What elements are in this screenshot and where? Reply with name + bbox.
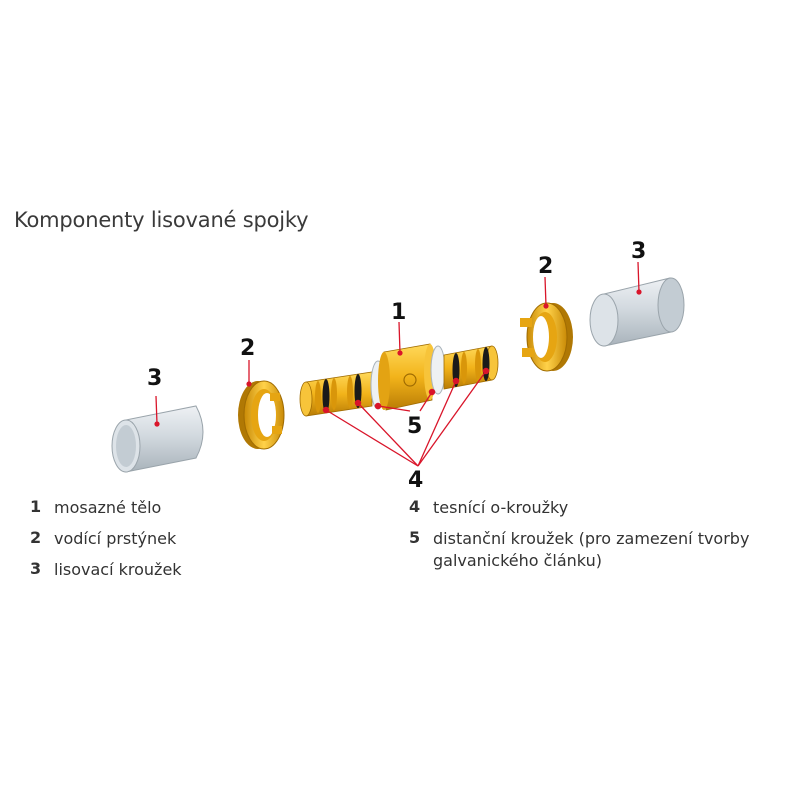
leader-line-3-right: [637, 261, 640, 293]
legend-number: 4: [409, 497, 421, 516]
diagram-title: Komponenty lisované spojky: [14, 208, 309, 232]
press-sleeve-right: [589, 261, 685, 347]
legend-item: 3 lisovací kroužek: [30, 559, 182, 590]
oring: [482, 347, 490, 381]
legend-text: tesnící o-kroužky: [433, 498, 569, 517]
legend-left: 1 mosazné tělo 2 vodící prstýnek 3 lisov…: [30, 497, 182, 590]
callout-5: 5: [407, 414, 422, 439]
legend-number: 2: [30, 528, 42, 547]
legend-text: vodící prstýnek: [54, 529, 177, 548]
callout-2-right: 2: [538, 254, 553, 279]
legend-number: 5: [409, 528, 421, 547]
legend-item: 1 mosazné tělo: [30, 497, 182, 528]
legend-right: 4 tesnící o-kroužky 5 distanční kroužek …: [409, 497, 789, 572]
legend-item: 5 distanční kroužek (pro zamezení tvorby…: [409, 528, 789, 572]
marker-dot: [154, 421, 160, 427]
legend-number: 1: [30, 497, 42, 516]
callout-3-left: 3: [147, 366, 162, 391]
callout-1: 1: [391, 300, 406, 325]
legend-number: 3: [30, 559, 42, 578]
leader-lines-4: [322, 367, 490, 467]
callout-2-left: 2: [240, 336, 255, 361]
legend-text: distanční kroužek (pro zamezení tvorby g…: [433, 529, 750, 570]
leader-line-1: [398, 321, 401, 354]
marker-dot: [636, 289, 642, 295]
legend-item: 4 tesnící o-kroužky: [409, 497, 789, 528]
guide-ring-right: [520, 276, 573, 372]
marker-dot: [246, 381, 252, 387]
callout-4: 4: [408, 468, 423, 493]
leader-line-2-right: [544, 276, 547, 307]
legend-text: mosazné tělo: [54, 498, 162, 517]
oring: [322, 379, 330, 413]
press-sleeve-left: [111, 395, 204, 473]
brass-body: [299, 321, 499, 417]
marker-dot: [397, 350, 403, 356]
leader-lines-5: [374, 388, 436, 412]
legend-item: 2 vodící prstýnek: [30, 528, 182, 559]
callout-3-right: 3: [631, 239, 646, 264]
marker-dot: [543, 303, 549, 309]
guide-ring-left: [238, 360, 285, 450]
oring: [354, 374, 362, 408]
legend-text: lisovací kroužek: [54, 560, 182, 579]
leader-line-3-left: [155, 395, 158, 425]
spacer-ring: [430, 345, 446, 395]
